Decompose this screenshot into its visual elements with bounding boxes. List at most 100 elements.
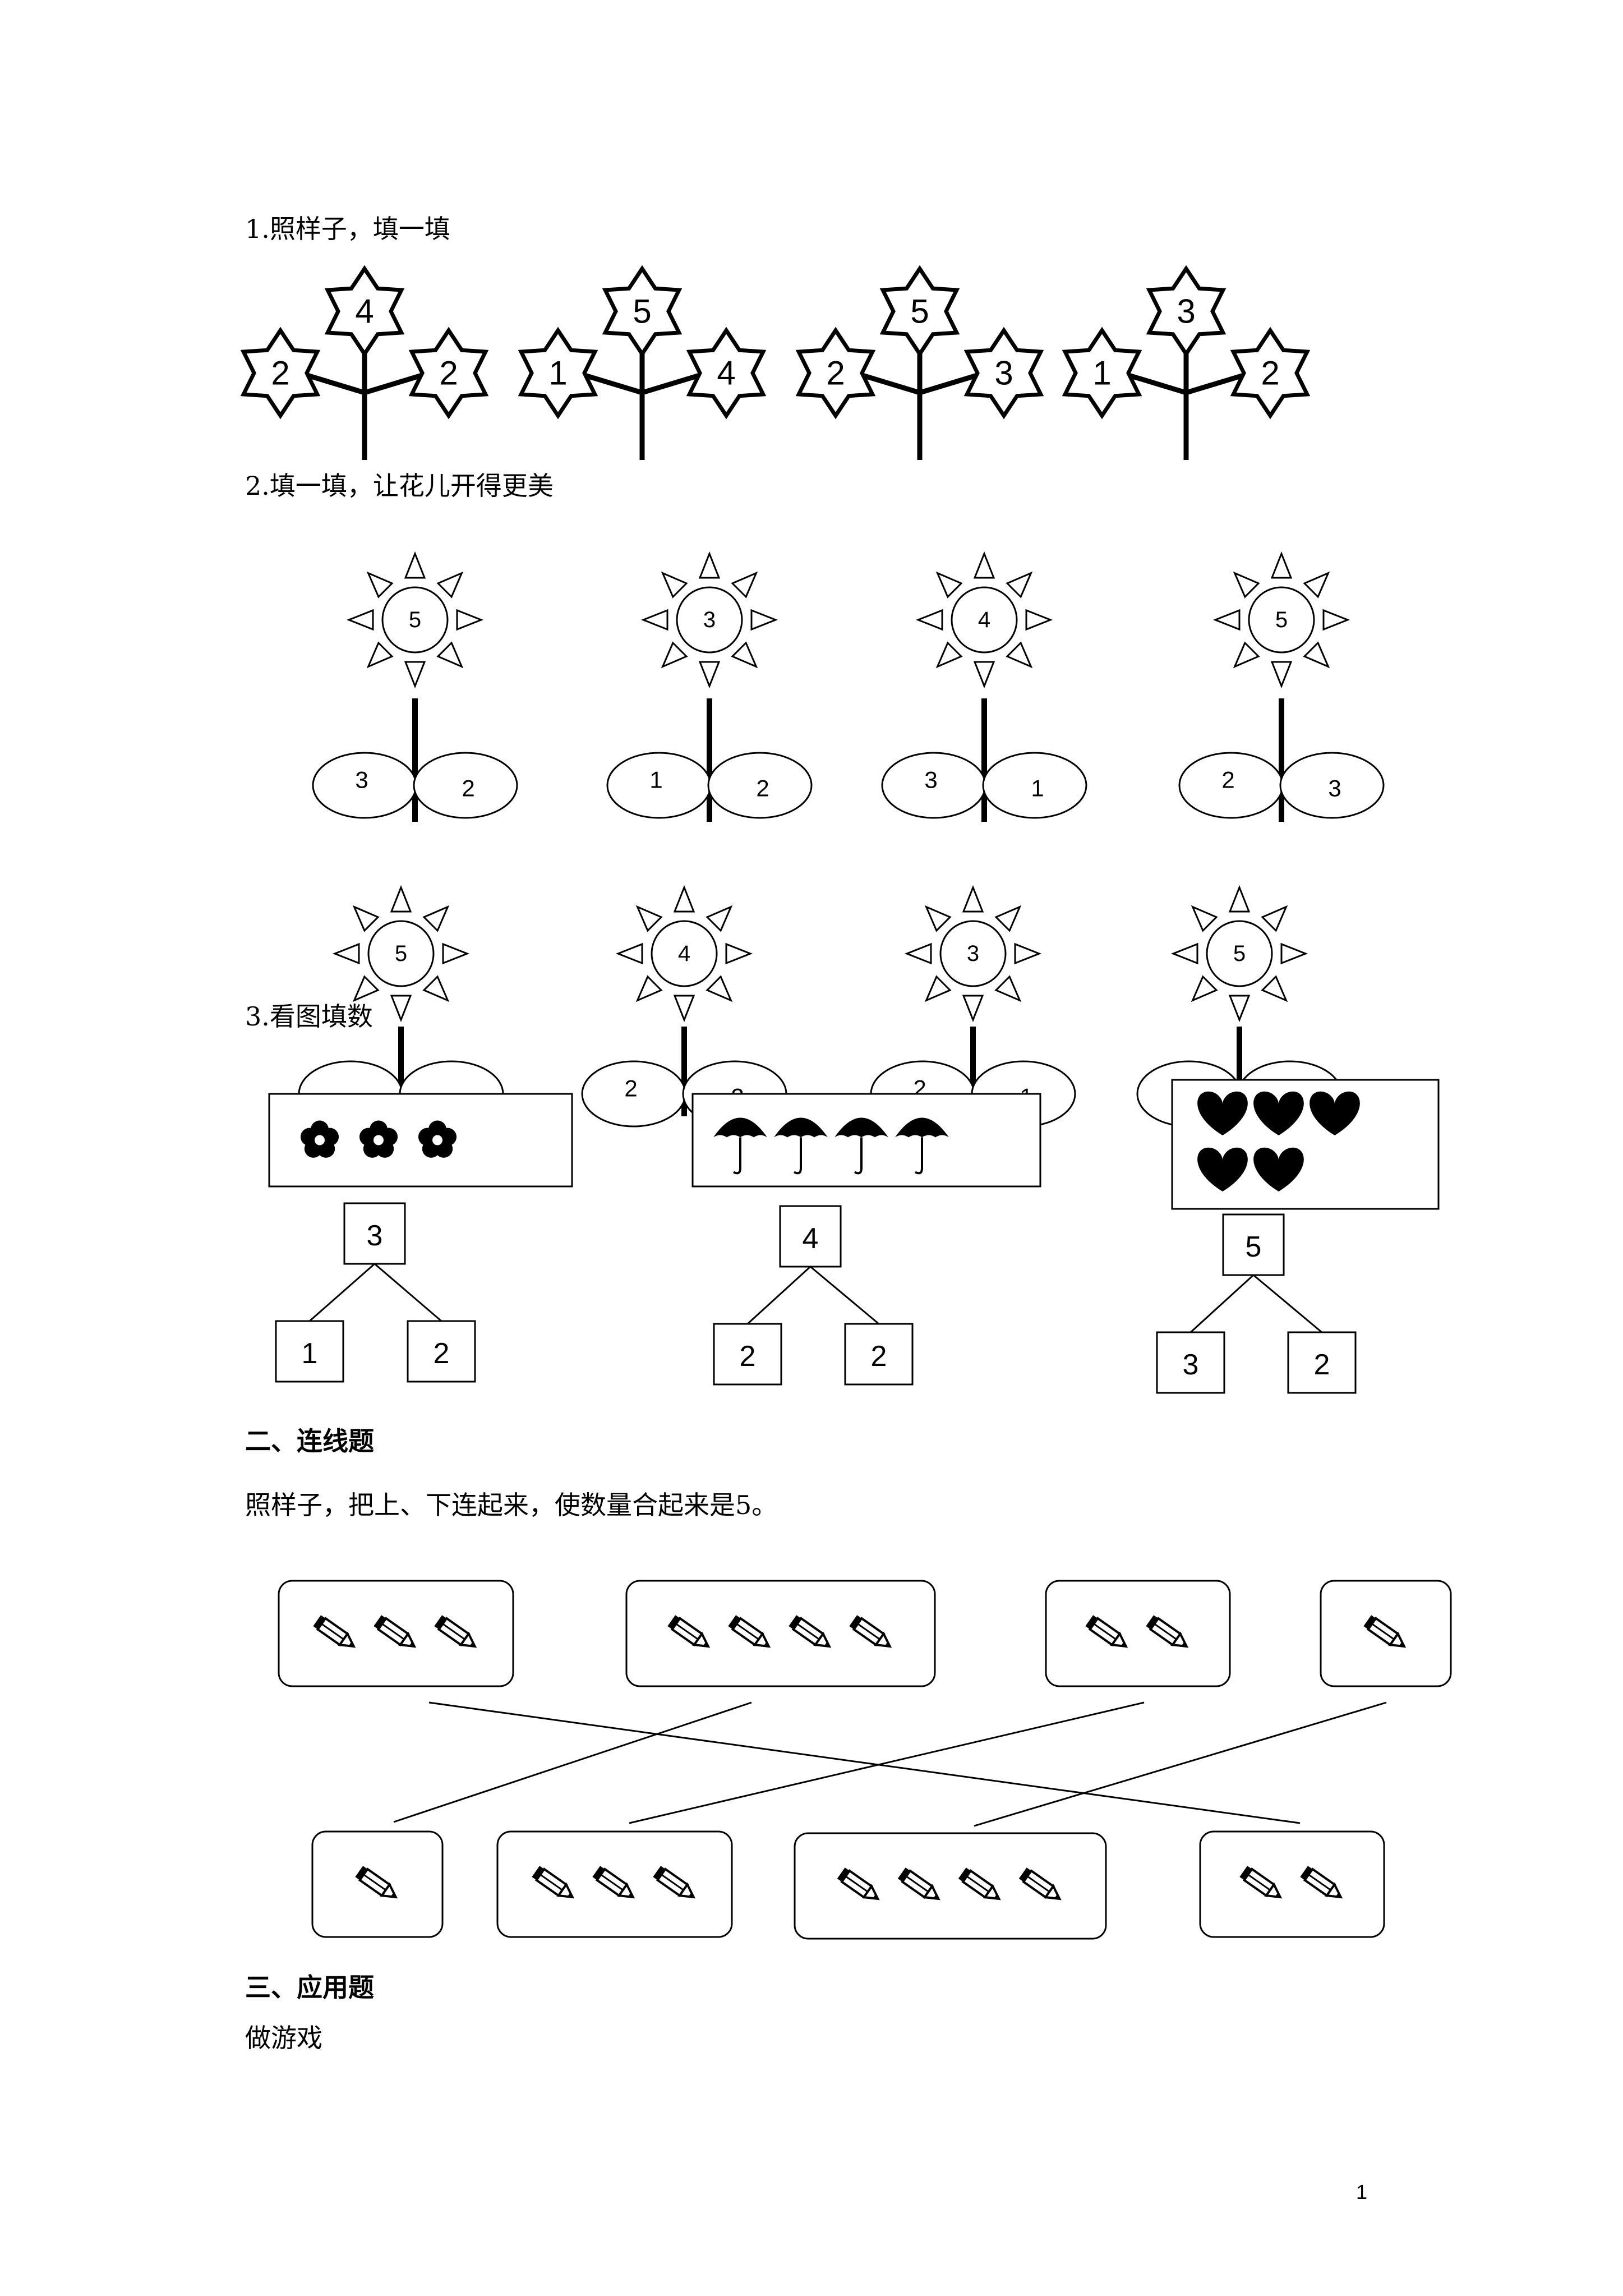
pencil-icon (355, 1866, 398, 1899)
star-number: 5 (633, 293, 651, 330)
sun-ray-icon (456, 609, 484, 631)
sun-ray-icon (366, 641, 394, 669)
sun-ray-icon (962, 885, 984, 913)
sun-ray-icon (935, 571, 963, 599)
sun-ray-icon (1233, 571, 1260, 599)
flower-center-circle (951, 586, 1018, 654)
flower-center-circle (367, 920, 435, 987)
leaf-right-number: 1 (1031, 775, 1044, 802)
pencil-icon (374, 1615, 417, 1648)
sun-ray-icon (915, 609, 943, 631)
flower: 5 (298, 885, 504, 1128)
match-line (974, 1701, 1387, 1827)
pencil-icon (532, 1866, 575, 1899)
bond-total: 5 (1246, 1231, 1262, 1263)
star-leaf-icon (240, 326, 321, 420)
pencil-box (625, 1580, 936, 1687)
bond-line-right (374, 1263, 442, 1322)
pencil-icon (1018, 1867, 1062, 1901)
leaf-left-number: 3 (924, 767, 937, 793)
star-leaf-icon (879, 265, 960, 358)
sun-ray-icon (1233, 641, 1260, 669)
sun-ray-icon (615, 942, 643, 965)
heart-icon (1197, 1091, 1248, 1135)
pencil-icon (1300, 1866, 1343, 1899)
leaf-right (982, 752, 1087, 819)
sun-ray-icon (973, 661, 995, 689)
leaf-right-number: 2 (462, 775, 474, 802)
sun-ray-icon (924, 905, 952, 932)
star-leaf-icon (518, 326, 598, 420)
star-number: 4 (355, 293, 374, 330)
sun-ray-icon (1014, 942, 1042, 965)
pencil-icon (592, 1866, 635, 1899)
flower-center-number: 5 (409, 608, 421, 632)
sun-ray-icon (731, 641, 758, 669)
pencil-icon (1363, 1615, 1407, 1648)
sun-ray-icon (1006, 641, 1033, 669)
pencil-icon (1239, 1866, 1283, 1899)
pencil-icon (849, 1615, 892, 1648)
sun-ray-icon (635, 975, 663, 1002)
sun-ray-icon (1006, 571, 1033, 599)
star-number: 2 (826, 355, 845, 392)
top-pencil-group (1045, 1580, 1231, 1687)
sun-ray-icon (1170, 942, 1198, 965)
bond-right: 2 (1314, 1349, 1330, 1381)
bond-total-box (343, 1202, 406, 1265)
flower-icon (418, 1120, 457, 1158)
bond-line-right (1253, 1274, 1322, 1333)
bond-left: 3 (1183, 1349, 1199, 1381)
pencil-box (1045, 1580, 1231, 1687)
bond-right: 2 (434, 1337, 450, 1370)
star-number: 2 (439, 355, 458, 392)
bond-part-box-right (1287, 1331, 1357, 1394)
flower-center-circle (1206, 920, 1273, 987)
sun-ray-icon (436, 571, 464, 599)
sun-ray-icon (404, 551, 426, 579)
bond-line-left (746, 1266, 811, 1325)
flower-icon (300, 1120, 339, 1158)
sun-ray-icon (390, 885, 412, 913)
sun-ray-icon (635, 905, 663, 932)
flower-center-number: 4 (978, 608, 990, 632)
heart-icon (1197, 1147, 1248, 1191)
bond-left: 1 (302, 1337, 318, 1370)
star-number: 2 (271, 355, 289, 392)
leaf-left-number: 1 (649, 767, 662, 793)
leaf-right (413, 752, 518, 819)
pencil-icon (837, 1867, 880, 1901)
sun-ray-icon (1261, 905, 1288, 932)
flower: 4 3 1 (881, 551, 1087, 822)
sun-ray-icon (1191, 905, 1218, 932)
flower-center-circle (1248, 586, 1315, 654)
sun-ray-icon (1261, 975, 1288, 1002)
top-pencil-group (625, 1580, 936, 1687)
star-leaf-icon (1062, 326, 1142, 420)
pencil-box (1199, 1830, 1385, 1938)
sun-ray-icon (994, 975, 1022, 1002)
sun-ray-icon (1280, 942, 1308, 965)
top-pencil-group (278, 1580, 514, 1687)
star-leaf-icon (795, 326, 876, 420)
flower-center-number: 5 (395, 941, 407, 966)
q2-title: 2.填一填，让花儿开得更美 (245, 471, 554, 501)
leaf-right-number: 3 (1328, 775, 1341, 802)
sun-ray-icon (973, 551, 995, 579)
star-leaf-icon (686, 326, 767, 420)
sun-ray-icon (390, 995, 412, 1023)
bond-total-box (779, 1205, 842, 1268)
sun-ray-icon (725, 942, 753, 965)
sun-ray-icon (352, 905, 380, 932)
q1-title: 1.照样子，填一填 (245, 214, 450, 244)
sun-ray-icon (698, 551, 721, 579)
flower-icon (359, 1120, 398, 1158)
star-number: 3 (994, 355, 1013, 392)
flower-center-number: 5 (1233, 941, 1246, 966)
pencil-icon (653, 1866, 696, 1899)
umbrella-icon (895, 1117, 949, 1175)
